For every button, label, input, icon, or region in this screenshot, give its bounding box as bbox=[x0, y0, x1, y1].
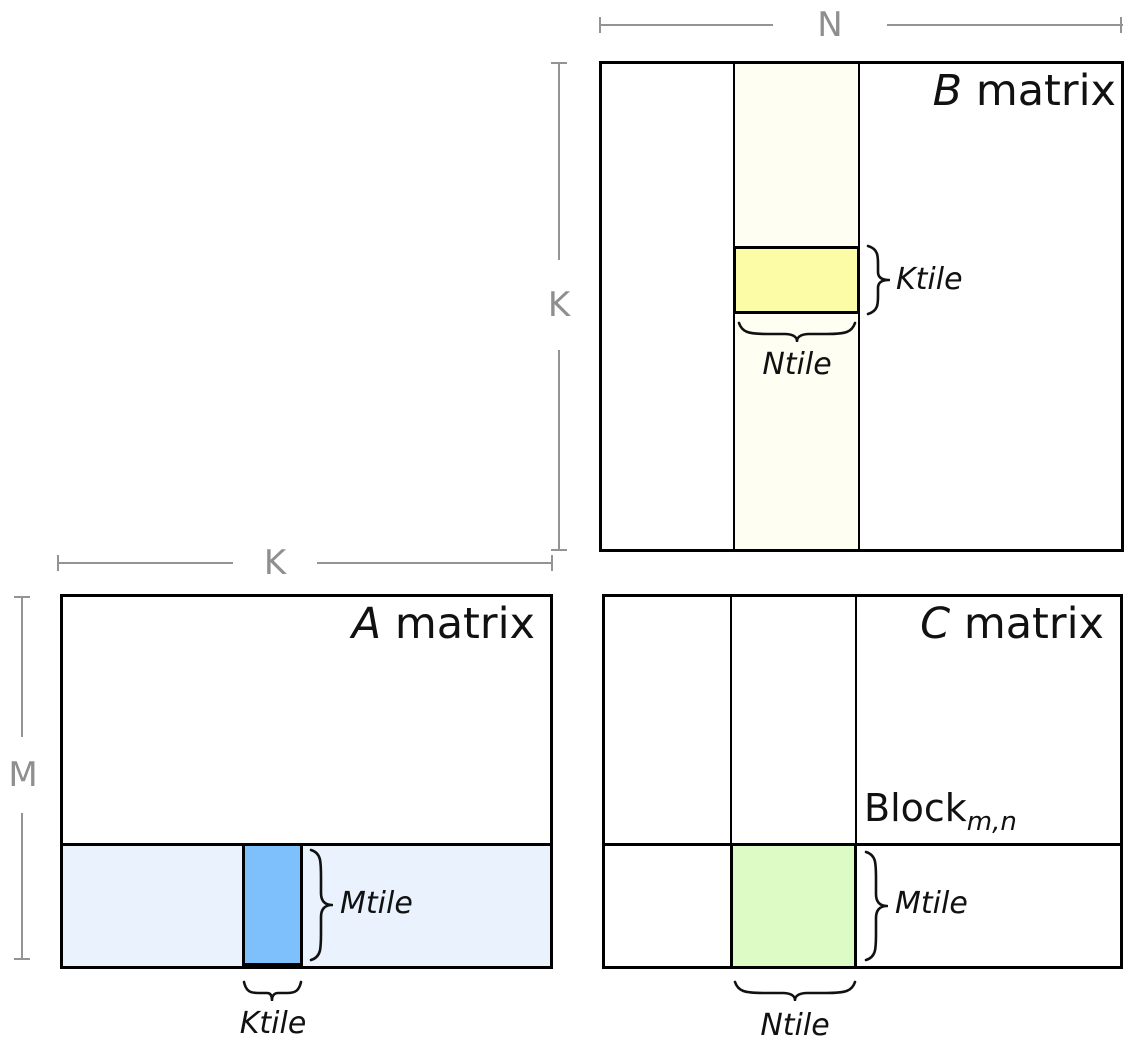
ntile-underbrace-b bbox=[737, 321, 857, 342]
block-mn-label: Blockm,n bbox=[864, 786, 1017, 836]
a-row-strip bbox=[63, 843, 550, 966]
n-dimension-tick-right bbox=[1120, 17, 1122, 33]
m-dimension-tick-bottom bbox=[14, 958, 30, 960]
c-matrix-box bbox=[602, 594, 1123, 969]
k-dimension-a-tick-left bbox=[57, 555, 59, 571]
k-dimension-a-tick-right bbox=[551, 555, 553, 571]
ktile-label-b: Ktile bbox=[896, 262, 963, 297]
k-dimension-label-a: K bbox=[233, 540, 317, 586]
k-dimension-b-tick-bottom bbox=[551, 549, 567, 551]
b-matrix-title: B matrix bbox=[850, 66, 1116, 116]
ktile-underbrace-a bbox=[242, 980, 303, 1001]
ktile-label-a: Ktile bbox=[239, 1006, 307, 1041]
mtile-label-c: Mtile bbox=[895, 886, 968, 921]
c-matrix-word: matrix bbox=[950, 599, 1104, 649]
c-column-line-right bbox=[855, 597, 857, 966]
n-dimension-label: N bbox=[773, 2, 887, 48]
a-mtile-block bbox=[242, 843, 303, 966]
a-matrix-title: A matrix bbox=[280, 599, 535, 649]
c-matrix-title: C matrix bbox=[850, 599, 1104, 649]
mtile-brace-a bbox=[309, 848, 333, 962]
k-dimension-b-tick-top bbox=[551, 62, 567, 64]
k-dimension-label-b: K bbox=[534, 260, 584, 350]
c-matrix-symbol: C bbox=[920, 599, 951, 649]
b-matrix-symbol: B bbox=[932, 66, 963, 116]
m-dimension-label: M bbox=[0, 737, 46, 813]
b-matrix-box bbox=[599, 61, 1124, 552]
n-dimension-tick-left bbox=[599, 17, 601, 33]
ntile-label-c: Ntile bbox=[760, 1008, 830, 1043]
b-matrix-word: matrix bbox=[962, 66, 1116, 116]
block-mn-base: Block bbox=[864, 786, 967, 830]
a-matrix-symbol: A bbox=[351, 599, 382, 649]
ktile-brace-b bbox=[866, 244, 890, 316]
c-row-divider bbox=[605, 843, 1120, 846]
block-mn-subscript: m,n bbox=[966, 807, 1017, 837]
ntile-underbrace-c bbox=[733, 980, 857, 1001]
c-block-tile bbox=[730, 843, 857, 966]
ntile-label-b: Ntile bbox=[762, 347, 832, 382]
a-matrix-word: matrix bbox=[381, 599, 535, 649]
mtile-label-a: Mtile bbox=[340, 886, 413, 921]
b-ktile-block bbox=[733, 246, 860, 314]
m-dimension-tick-top bbox=[14, 596, 30, 598]
c-column-line-left bbox=[730, 597, 732, 966]
mtile-brace-c bbox=[864, 850, 888, 962]
